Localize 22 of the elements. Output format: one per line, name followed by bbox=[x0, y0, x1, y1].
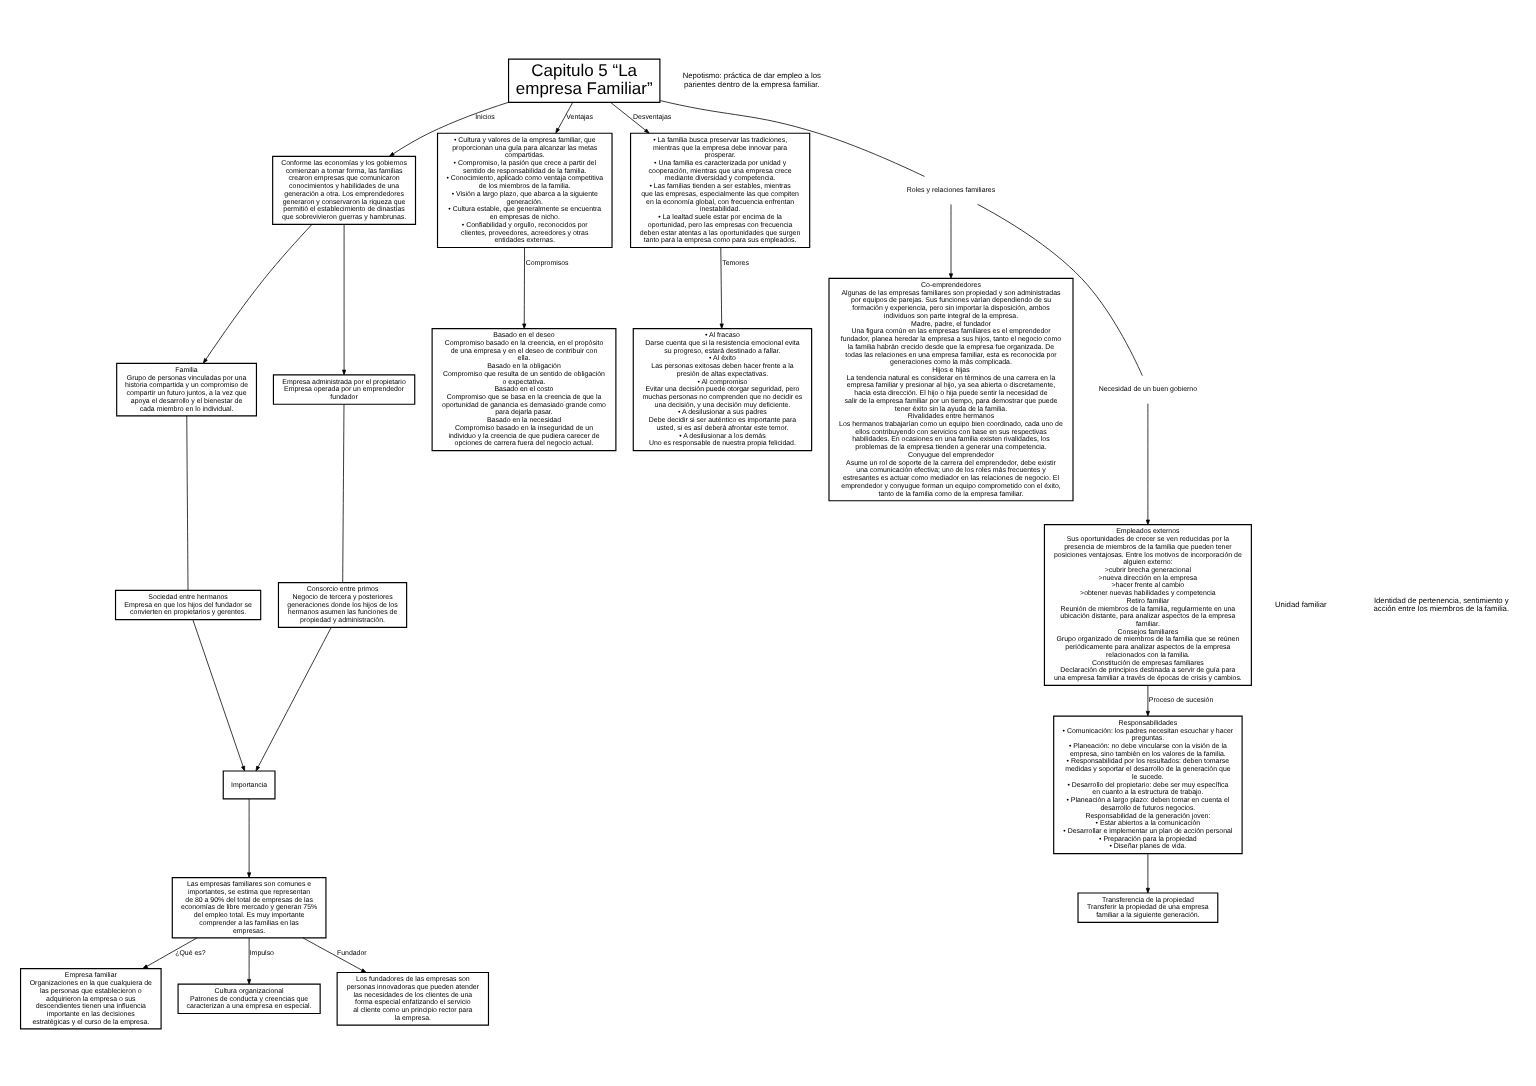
arrow bbox=[255, 626, 332, 771]
arrow bbox=[555, 101, 573, 133]
connector bbox=[659, 99, 925, 176]
arrow bbox=[142, 936, 198, 968]
arrow bbox=[1145, 683, 1150, 716]
connector bbox=[977, 202, 1143, 376]
arrow bbox=[719, 246, 724, 328]
arrow bbox=[302, 936, 367, 972]
arrow bbox=[522, 246, 527, 328]
arrow bbox=[202, 223, 313, 363]
arrow bbox=[1145, 852, 1150, 893]
arrow bbox=[342, 223, 347, 375]
connector bbox=[186, 414, 189, 590]
arrow bbox=[949, 203, 953, 278]
arrow bbox=[1145, 402, 1150, 524]
arrow bbox=[192, 618, 246, 771]
connector bbox=[342, 403, 345, 582]
arrow bbox=[389, 100, 509, 156]
arrow bbox=[247, 936, 252, 984]
node-box: Capitulo 5 “La empresa Familiar” bbox=[508, 57, 661, 102]
arrow bbox=[610, 101, 650, 133]
arrow bbox=[247, 797, 252, 877]
